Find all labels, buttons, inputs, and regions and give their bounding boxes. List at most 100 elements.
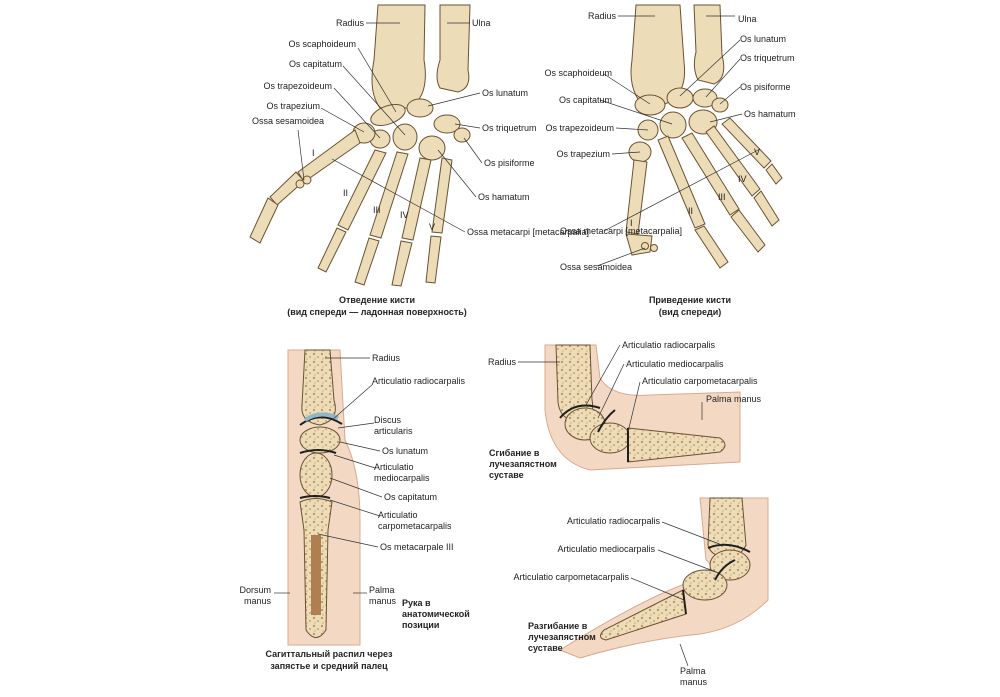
label-capitatum: Os capitatum — [384, 492, 437, 502]
lunate-bone — [666, 87, 694, 109]
label-art-radiocarpalis: Articulatio radiocarpalis — [372, 376, 466, 386]
flexion-bones — [555, 344, 726, 463]
scaphoid-bone — [370, 104, 406, 126]
adduction-numerals: I II III IV V — [630, 147, 760, 228]
flexion-panel: Radius Articulatio radiocarpalis Articul… — [488, 340, 762, 480]
label-lunatum: Os lunatum — [740, 34, 786, 44]
flexion-labels: Radius Articulatio radiocarpalis Articul… — [488, 340, 762, 480]
label-scaphoid: Os scaphoideum — [288, 39, 356, 49]
label-radius: Radius — [488, 357, 517, 367]
label-ulna: Ulna — [738, 14, 757, 24]
midcarpal-joint-line — [299, 449, 337, 454]
hamate-bone — [418, 135, 446, 161]
metacarpal-iii-section — [627, 427, 726, 463]
flexion-caption: Сгибание в лучезапястном суставе — [489, 448, 557, 480]
label-lunatum: Os lunatum — [382, 446, 428, 456]
capitate-bone — [659, 111, 687, 139]
label-trapezoid: Os trapezoideum — [263, 81, 332, 91]
finger-5 — [765, 163, 783, 185]
finger-4 — [753, 190, 780, 227]
label-palma: Palma manus — [706, 394, 762, 404]
finger-3 — [730, 209, 766, 253]
numeral-I: I — [630, 218, 633, 228]
label-hamatum: Os hamatum — [478, 192, 530, 202]
radius-section — [707, 497, 747, 559]
sesamoid-bone-2 — [650, 244, 658, 252]
label-pisiforme: Os pisiforme — [740, 82, 791, 92]
sagittal-joint-lines — [299, 412, 343, 499]
label-art-mediocarpalis: Articulatio mediocarpalis — [557, 544, 655, 554]
flexion-leader-lines — [518, 344, 703, 433]
radiocarpal-joint-line — [559, 404, 601, 419]
label-lunatum: Os lunatum — [482, 88, 528, 98]
label-art-mediocarpalis: Articulatio mediocarpalis — [626, 359, 724, 369]
metacarpal-iii-section — [600, 589, 687, 641]
sesamoid-bone-2 — [302, 175, 312, 185]
label-position: Рука в анатомической позиции — [402, 598, 470, 630]
adduction-leader-lines — [596, 15, 761, 267]
label-art-radiocarpalis: Articulatio radiocarpalis — [622, 340, 716, 350]
thumb-phalanx-1 — [269, 171, 305, 206]
sagittal-caption-title: Сагиттальный распил через — [265, 649, 393, 659]
label-hamatum: Os hamatum — [744, 109, 796, 119]
articular-disc — [303, 412, 339, 422]
metacarpal-1 — [625, 159, 648, 235]
numeral-V: V — [754, 147, 760, 157]
carpometacarpal-joint-line — [682, 589, 687, 615]
finger-2 — [317, 227, 347, 273]
numeral-II: II — [343, 188, 348, 198]
label-radius: Radius — [336, 18, 365, 28]
adduction-bones — [625, 4, 783, 269]
pisiform-bone — [453, 127, 471, 143]
label-art-carpometacarpalis: Articulatio carpometacarpalis — [513, 572, 629, 582]
extension-panel: Articulatio radiocarpalis Articulatio me… — [513, 497, 769, 687]
radius-section — [301, 349, 336, 426]
label-sesamoid: Ossa sesamoidea — [252, 116, 324, 126]
capitate-section — [589, 422, 631, 454]
label-scaphoid: Os scaphoideum — [544, 68, 612, 78]
ulna-bone — [436, 4, 471, 93]
finger-3 — [354, 237, 380, 286]
adduction-panel: I II III IV V Radius Ulna Os lunatum Os … — [544, 4, 796, 317]
radius-bone — [371, 4, 426, 109]
numeral-IV: IV — [738, 174, 747, 184]
abduction-panel: I II III IV V Radius Ulna Os scaphoideum… — [249, 4, 589, 317]
extension-joint-lines — [682, 543, 751, 615]
label-metacarpi: Ossa metacarpi [metacarpalia] — [467, 227, 589, 237]
label-trapezium: Os trapezium — [266, 101, 320, 111]
midcarpal-joint-line — [597, 409, 616, 433]
lunate-bone — [406, 98, 434, 118]
numeral-V: V — [429, 222, 435, 232]
thumb-phalanx-2 — [249, 197, 279, 244]
adduction-caption-title: Приведение кисти — [649, 295, 731, 305]
extension-leader-lines — [630, 521, 723, 667]
carpometacarpal-joint-line — [299, 495, 331, 499]
abduction-labels: Radius Ulna Os scaphoideum Os capitatum … — [252, 18, 589, 317]
abduction-caption-title: Отведение кисти — [339, 295, 415, 305]
label-discus: Discus articularis — [374, 415, 413, 436]
radiocarpal-joint-line — [299, 416, 343, 426]
label-dorsum: Dorsum manus — [239, 585, 271, 606]
lunate-section — [299, 426, 341, 454]
label-trapezium: Os trapezium — [556, 149, 610, 159]
metacarpal-2 — [337, 149, 387, 231]
sesamoid-bone-1 — [295, 179, 305, 189]
abduction-numerals: I II III IV V — [312, 148, 435, 232]
finger-2 — [694, 225, 729, 269]
label-triquetrum: Os triquetrum — [740, 53, 795, 63]
adduction-labels: Radius Ulna Os lunatum Os triquetrum Os … — [544, 11, 795, 317]
sesamoid-bone-1 — [641, 242, 649, 250]
finger-5 — [425, 235, 442, 284]
label-art-radiocarpalis: Articulatio radiocarpalis — [567, 516, 661, 526]
abduction-leader-lines — [297, 22, 483, 233]
numeral-III: III — [718, 192, 726, 202]
sagittal-leader-lines — [274, 357, 383, 594]
label-metacarpale: Os metacarpale III — [380, 542, 454, 552]
capitate-section — [682, 569, 728, 601]
numeral-II: II — [688, 206, 693, 216]
sagittal-panel: Radius Articulatio radiocarpalis Discus … — [239, 349, 470, 671]
hamate-bone — [688, 109, 718, 135]
label-capitatum: Os capitatum — [289, 59, 342, 69]
extension-labels: Articulatio radiocarpalis Articulatio me… — [513, 516, 707, 687]
